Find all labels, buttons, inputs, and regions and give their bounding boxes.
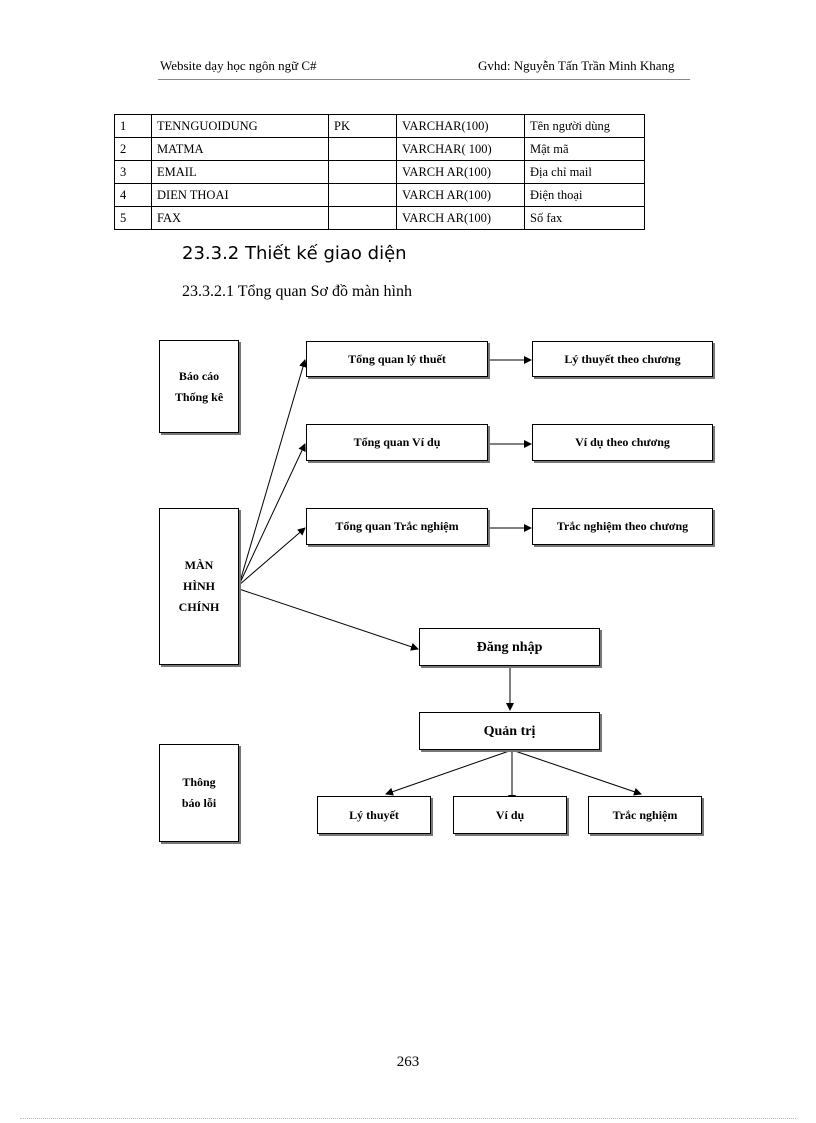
vi-du-label: Ví dụ (495, 807, 525, 822)
vi-du-theo-chuong-box: Ví dụ theo chương (532, 424, 713, 461)
tong-quan-vi-du-label: Tổng quan Ví dụ (353, 435, 441, 449)
quan-tri-box: Quản trị (419, 712, 600, 750)
table-cell: FAX (151, 206, 329, 230)
vi-du-box: Ví dụ (453, 796, 567, 834)
table-cell: 2 (114, 137, 152, 161)
trac-nghiem-label: Trắc nghiệm (612, 807, 678, 822)
table-cell (328, 160, 397, 184)
trac-nghiem-theo-chuong-label: Trắc nghiệm theo chương (556, 519, 689, 533)
trac-nghiem-theo-chuong-box: Trắc nghiệm theo chương (532, 508, 713, 545)
table-cell: Tên người dùng (524, 114, 645, 138)
dang-nhap-box: Đăng nhập (419, 628, 600, 666)
table-cell: Số fax (524, 206, 645, 230)
table-cell: PK (328, 114, 397, 138)
table-cell: VARCH AR(100) (396, 206, 525, 230)
table-cell: 4 (114, 183, 152, 207)
table-cell: VARCH AR(100) (396, 160, 525, 184)
arrow-quan-tri-to-ly-thuyet (385, 749, 513, 796)
arrow-main-to-ly-thuyet (238, 359, 307, 586)
arrow-main-to-trac-nghiem (238, 527, 306, 586)
table-cell: Mật mã (524, 137, 645, 161)
man-hinh-chinh-box: MÀN HÌNH CHÍNH (159, 508, 239, 665)
table-cell: VARCH AR(100) (396, 183, 525, 207)
table-cell (328, 137, 397, 161)
page-number: 263 (396, 1054, 420, 1070)
tong-quan-vi-du-box: Tổng quan Ví dụ (306, 424, 488, 461)
section-heading: 23.3.2 Thiết kế giao diện (182, 243, 407, 264)
table-cell: 5 (114, 206, 152, 230)
table-cell: Địa chỉ mail (524, 160, 645, 184)
table-cell: VARCHAR(100) (396, 114, 525, 138)
thong-bao-loi-label: Thông báo lỗi (181, 775, 217, 810)
trac-nghiem-box: Trắc nghiệm (588, 796, 702, 834)
ly-thuyet-theo-chuong-box: Lý thuyết theo chương (532, 341, 713, 377)
tong-quan-trac-nghiem-box: Tổng quan Trắc nghiệm (306, 508, 488, 545)
table-cell (328, 206, 397, 230)
ly-thuyet-box: Lý thuyết (317, 796, 431, 834)
header-right-text: Gvhd: Nguyễn Tấn Trần Minh Khang (478, 58, 675, 73)
arrow-quan-tri-to-trac-nghiem (511, 749, 642, 796)
arrow-main-to-vi-du (238, 443, 306, 586)
subsection-heading: 23.3.2.1 Tổng quan Sơ đồ màn hình (182, 283, 412, 300)
table-cell: TENNGUOIDUNG (151, 114, 329, 138)
table-row: 1 TENNGUOIDUNG PK VARCHAR(100) Tên người… (114, 114, 645, 138)
ly-thuyet-label: Lý thuyết (349, 807, 399, 822)
tong-quan-trac-nghiem-label: Tổng quan Trắc nghiệm (335, 519, 459, 533)
thong-bao-loi-box: Thông báo lỗi (159, 744, 239, 842)
ly-thuyet-theo-chuong-label: Lý thuyết theo chương (564, 351, 681, 366)
vi-du-theo-chuong-label: Ví dụ theo chương (575, 435, 670, 449)
tong-quan-ly-thuyet-label: Tổng quan lý thuết (348, 351, 446, 366)
header-left-text: Website dạy học ngôn ngữ C# (160, 58, 317, 73)
field-table: 1 TENNGUOIDUNG PK VARCHAR(100) Tên người… (114, 114, 645, 230)
dang-nhap-label: Đăng nhập (476, 639, 543, 655)
tong-quan-ly-thuyet-box: Tổng quan lý thuết (306, 341, 488, 377)
bao-cao-label: Báo cáo Thống kê (174, 368, 224, 404)
header-divider (158, 79, 690, 80)
quan-tri-label: Quản trị (483, 723, 536, 739)
bao-cao-box: Báo cáo Thống kê (159, 340, 239, 433)
man-hinh-chinh-label: MÀN HÌNH CHÍNH (178, 558, 220, 614)
footer-divider (20, 1118, 796, 1119)
table-row: 5 FAX VARCH AR(100) Số fax (114, 206, 645, 230)
arrow-main-to-dang-nhap (238, 588, 419, 651)
